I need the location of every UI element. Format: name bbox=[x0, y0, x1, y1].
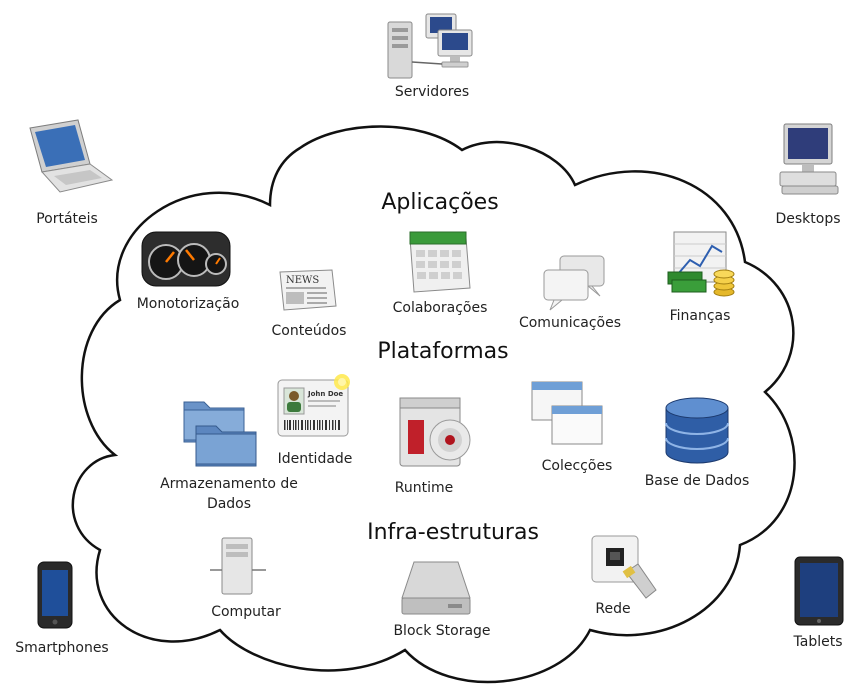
calendar-icon bbox=[409, 231, 471, 293]
smartphones-label: Smartphones bbox=[15, 640, 109, 656]
conteudos-label: Conteúdos bbox=[271, 323, 347, 339]
computar-label: Computar bbox=[211, 604, 281, 620]
monotorizacao-label: Monotorização bbox=[136, 296, 240, 312]
desktops-label: Desktops bbox=[775, 211, 841, 227]
tablet-icon bbox=[794, 556, 844, 626]
block-storage-label: Block Storage bbox=[393, 623, 491, 639]
chat-bubbles-icon bbox=[543, 255, 605, 311]
folders-icon bbox=[183, 401, 257, 467]
base-dados-label: Base de Dados bbox=[644, 473, 750, 489]
database-icon bbox=[665, 397, 729, 464]
news-text: NEWS bbox=[286, 275, 319, 286]
runtime-package-icon bbox=[399, 397, 471, 467]
tablets-label: Tablets bbox=[793, 634, 843, 650]
server-tower-icon bbox=[210, 537, 266, 595]
hard-drive-icon bbox=[401, 561, 471, 615]
armazenamento-label: Armazenamento de Dados bbox=[160, 476, 298, 512]
windows-stack-icon bbox=[531, 381, 603, 445]
comunicacoes-label: Comunicações bbox=[518, 315, 622, 331]
identidade-label: Identidade bbox=[277, 451, 353, 467]
portateis-label: Portáteis bbox=[36, 211, 98, 227]
financas-label: Finanças bbox=[669, 308, 731, 324]
runtime-label: Runtime bbox=[394, 480, 454, 496]
servers-icon bbox=[387, 13, 473, 79]
servidores-label: Servidores bbox=[394, 84, 470, 100]
section-infra: Infra-estruturas bbox=[367, 520, 539, 545]
section-plataformas: Plataformas bbox=[377, 339, 509, 364]
colaboracoes-label: Colaborações bbox=[392, 300, 488, 316]
network-port-icon bbox=[591, 535, 657, 599]
gauge-icon bbox=[141, 231, 231, 287]
newspaper-icon: NEWS bbox=[279, 269, 337, 311]
id-card-icon: John Doe bbox=[277, 374, 350, 437]
coleccoes-label: Colecções bbox=[541, 458, 613, 474]
laptop-icon bbox=[29, 119, 114, 193]
rede-label: Rede bbox=[595, 601, 631, 617]
section-aplicacoes: Aplicações bbox=[381, 190, 499, 215]
id-card-name: John Doe bbox=[307, 390, 343, 398]
finance-chart-icon bbox=[667, 231, 735, 297]
desktop-icon bbox=[779, 123, 839, 195]
smartphone-icon bbox=[37, 561, 73, 629]
